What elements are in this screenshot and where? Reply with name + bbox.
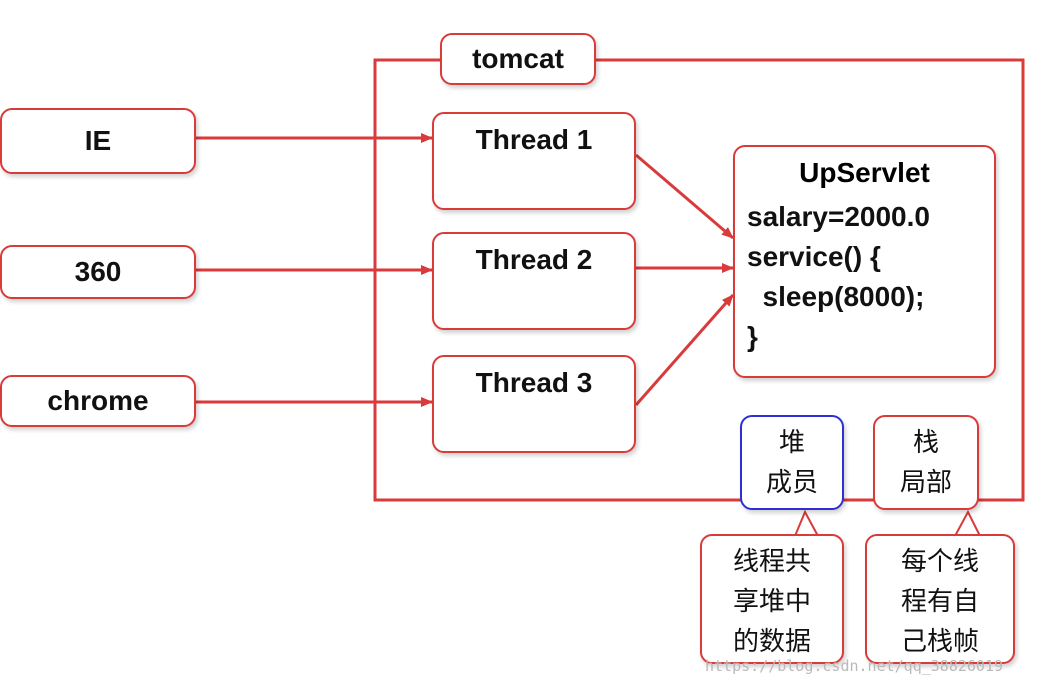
client-360-box: 360 xyxy=(0,245,196,299)
heap-callout: 线程共 享堆中 的数据 xyxy=(700,534,844,664)
thread-3-label: Thread 3 xyxy=(475,367,593,398)
thread-2-box: Thread 2 xyxy=(432,232,636,330)
heap-callout-tail xyxy=(794,509,819,537)
heap-box: 堆 成员 xyxy=(740,415,844,510)
stack-box: 栈 局部 xyxy=(873,415,979,510)
tomcat-container-frame xyxy=(373,58,1025,502)
tomcat-label: tomcat xyxy=(440,33,596,85)
heap-label-line-1: 堆 xyxy=(778,428,805,458)
client-360-label: 360 xyxy=(74,256,122,287)
watermark-text: https://blog.csdn.net/qq_38826019 xyxy=(705,657,1004,675)
stack-callout-line-1: 每个线 xyxy=(900,547,979,577)
thread-1-box: Thread 1 xyxy=(432,112,636,210)
heap-label-line-2: 成员 xyxy=(765,468,818,498)
client-ie-box: IE xyxy=(0,108,196,174)
heap-callout-line-1: 线程共 xyxy=(732,547,811,577)
stack-callout: 每个线 程有自 己栈帧 xyxy=(865,534,1015,664)
arrow-thread3-servlet xyxy=(634,294,735,406)
stack-callout-line-3: 己栈帧 xyxy=(900,627,979,657)
servlet-code-line-1: salary=2000.0 xyxy=(747,201,930,232)
client-chrome-box: chrome xyxy=(0,375,196,427)
servlet-code-line-3: sleep(8000); xyxy=(747,281,925,312)
client-ie-label: IE xyxy=(84,125,112,156)
servlet-code-line-4: } xyxy=(747,321,758,352)
stack-label-line-1: 栈 xyxy=(912,428,939,458)
thread-2-label: Thread 2 xyxy=(475,244,593,275)
thread-3-box: Thread 3 xyxy=(432,355,636,453)
servlet-title: UpServlet xyxy=(799,157,930,188)
stack-label-line-2: 局部 xyxy=(899,468,952,498)
heap-callout-line-2: 享堆中 xyxy=(732,587,811,617)
thread-1-label: Thread 1 xyxy=(475,124,593,155)
servlet-box: UpServlet salary=2000.0 service() { slee… xyxy=(733,145,996,378)
client-chrome-label: chrome xyxy=(47,385,149,416)
tomcat-label-text: tomcat xyxy=(472,43,564,74)
stack-callout-tail xyxy=(954,509,981,537)
servlet-code-line-2: service() { xyxy=(747,241,881,272)
arrow-thread1-servlet xyxy=(635,153,734,240)
heap-callout-line-3: 的数据 xyxy=(732,627,811,657)
stack-callout-line-2: 程有自 xyxy=(900,587,979,617)
